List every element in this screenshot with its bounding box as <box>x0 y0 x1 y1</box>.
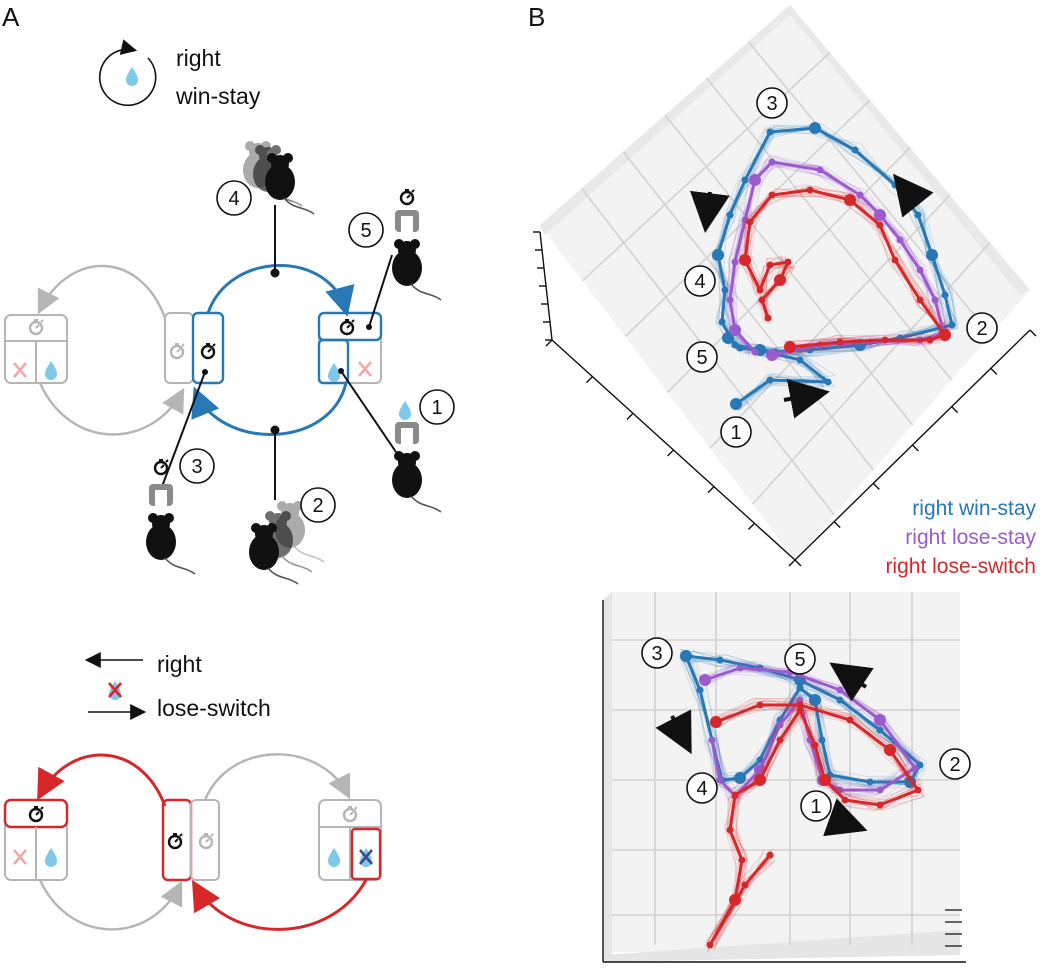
lower-step-label-3: 3 <box>651 643 662 665</box>
stopwatch-icon <box>399 188 416 206</box>
left-chamber-gray <box>4 314 68 384</box>
mouse-step-5 <box>391 238 442 301</box>
connectors <box>159 205 397 500</box>
port-icon <box>395 210 419 232</box>
center-chamber <box>164 311 225 385</box>
lose-switch-right-chamber <box>318 799 382 881</box>
upper-step-label-4: 4 <box>694 271 705 293</box>
stopwatch-icon <box>28 318 45 336</box>
cross-icon <box>12 848 28 866</box>
water-drop-icon <box>399 401 411 420</box>
lower-step-label-4: 4 <box>696 778 707 800</box>
step-label-3: 3 <box>191 456 202 478</box>
stopwatch-icon <box>198 832 215 850</box>
upper-step-label-5: 5 <box>696 347 707 369</box>
stopwatch-icon <box>200 342 217 360</box>
panel-b: B 3 4 5 <box>528 2 1037 963</box>
lose-switch-left-chamber <box>3 798 69 881</box>
upper-step-label-1: 1 <box>730 422 741 444</box>
right-chamber <box>317 311 383 385</box>
water-drop-icon <box>45 361 57 380</box>
legend-win-stay: right win-stay <box>912 497 1036 520</box>
lose-switch-legend-line2: lose-switch <box>157 695 271 721</box>
lower-step-label-1: 1 <box>810 796 821 818</box>
lower-3d-plot: 3 5 4 1 2 <box>602 592 971 963</box>
lower-step-label-5: 5 <box>794 649 805 671</box>
gray-upper-arrow <box>37 264 167 319</box>
win-stay-legend: right win-stay <box>98 39 261 109</box>
mouse-step-3 <box>145 512 196 575</box>
stopwatch-icon <box>339 318 356 336</box>
step-label-4: 4 <box>228 188 239 210</box>
lower-step-label-2: 2 <box>949 754 960 776</box>
upper-step-label-2: 2 <box>976 318 987 340</box>
step-label-2: 2 <box>312 495 323 517</box>
stopwatch-icon <box>153 458 170 476</box>
panel-a-letter: A <box>2 2 20 32</box>
step-label-1: 1 <box>431 397 442 419</box>
trajectory-legend: right win-stay right lose-stay right los… <box>885 497 1036 578</box>
lose-switch-legend: right lose-switch <box>84 651 271 721</box>
cross-icon <box>12 361 28 379</box>
mouse-step-1 <box>391 450 442 513</box>
stopwatch-icon <box>342 805 359 823</box>
cross-icon <box>357 360 373 378</box>
panel-a: A right win-stay <box>2 2 455 931</box>
step-label-5: 5 <box>360 220 371 242</box>
port-icon <box>395 422 419 444</box>
win-stay-upper-arrow <box>206 264 355 317</box>
upper-step-label-3: 3 <box>766 93 777 115</box>
lose-switch-legend-line1: right <box>157 651 202 677</box>
port-icon <box>149 484 173 506</box>
water-drop-icon <box>328 363 340 382</box>
stopwatch-icon <box>28 805 45 823</box>
win-stay-legend-line1: right <box>176 45 221 71</box>
legend-lose-switch: right lose-switch <box>885 555 1036 578</box>
lower-step-labels: 3 5 4 1 2 <box>641 637 971 822</box>
upper-3d-plot: 3 4 5 2 1 <box>533 5 1037 567</box>
stopwatch-icon <box>167 832 184 850</box>
lose-switch-center-chamber <box>161 798 220 882</box>
water-drop-icon <box>126 67 138 86</box>
win-stay-legend-line2: win-stay <box>175 83 261 109</box>
win-stay-lower-arrow <box>191 382 348 436</box>
water-drop-icon <box>328 848 340 867</box>
legend-lose-stay: right lose-stay <box>905 526 1036 549</box>
stopwatch-icon <box>169 342 186 360</box>
circular-arrow-icon <box>98 39 157 107</box>
gray-upper-arrow <box>203 753 351 801</box>
lose-switch-lower-arrow <box>191 879 368 931</box>
upper-step-labels: 3 4 5 2 1 <box>684 87 998 448</box>
water-drop-icon <box>45 848 57 867</box>
gray-lower-arrow <box>38 382 185 436</box>
mouse-step-4 <box>242 140 315 215</box>
gray-lower-arrow <box>38 879 183 931</box>
panel-b-letter: B <box>528 2 545 32</box>
lose-switch-upper-arrow <box>37 753 167 807</box>
